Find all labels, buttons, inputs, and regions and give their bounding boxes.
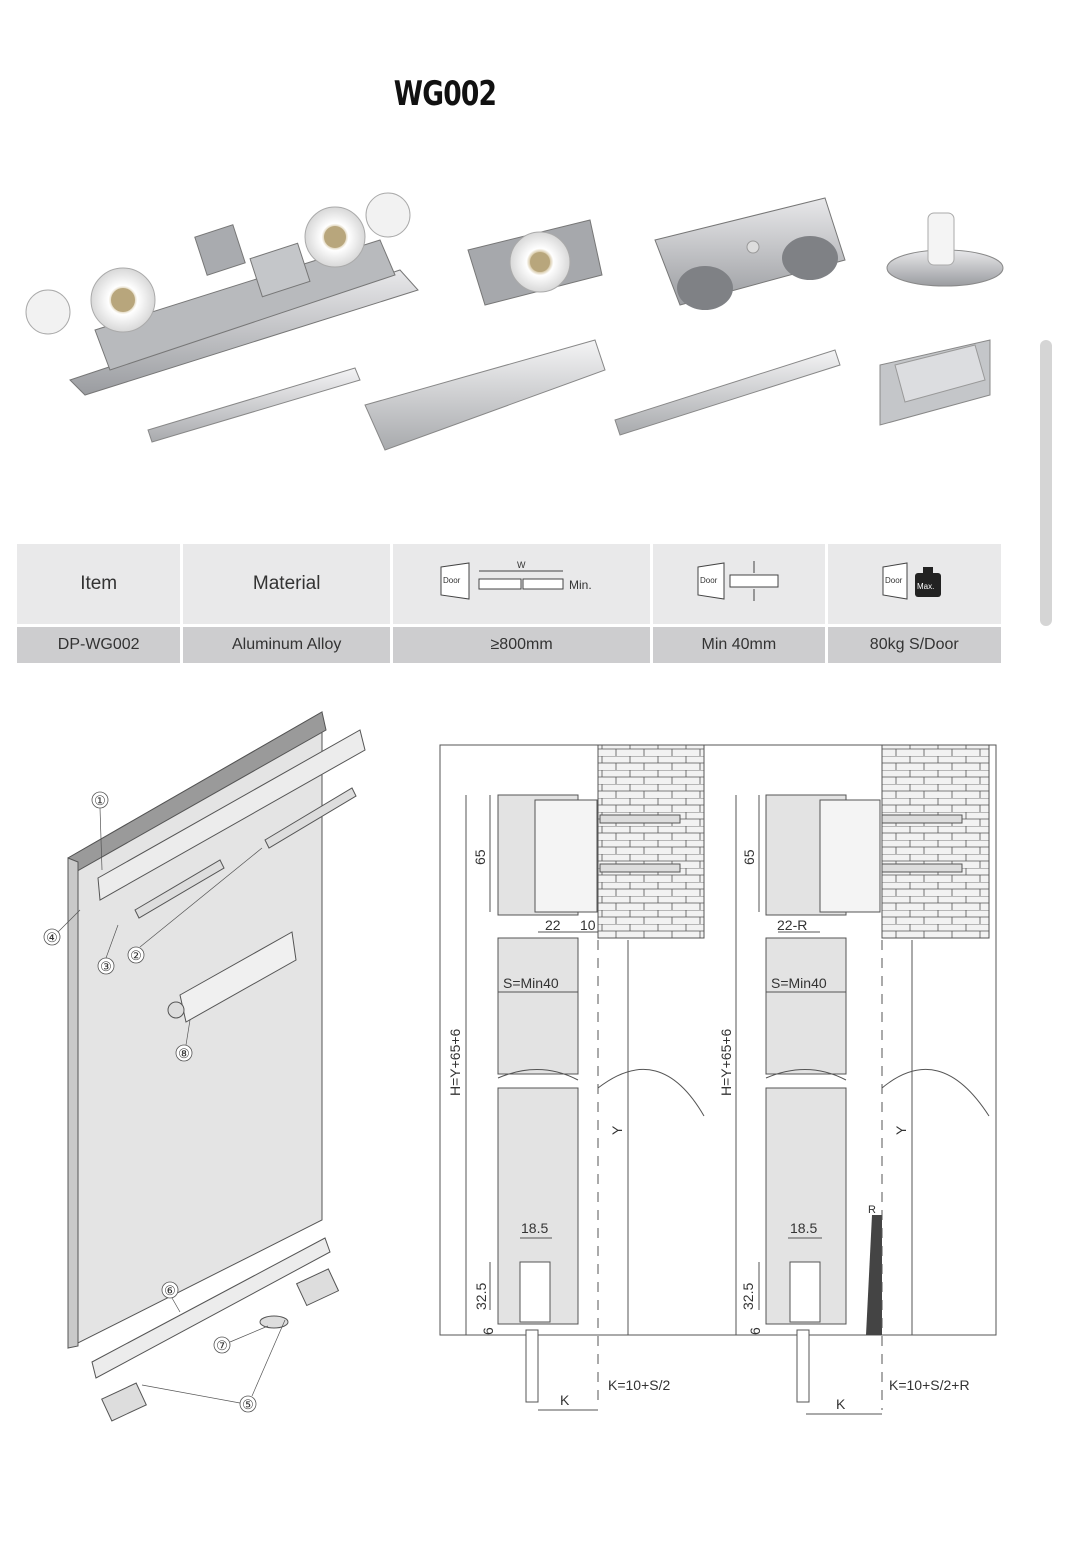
svg-text:①: ① xyxy=(94,793,106,808)
svg-text:K: K xyxy=(560,1392,570,1408)
svg-text:6: 6 xyxy=(480,1327,496,1335)
svg-text:Y: Y xyxy=(609,1125,625,1135)
svg-text:S=Min40: S=Min40 xyxy=(771,975,827,991)
svg-text:22-R: 22-R xyxy=(777,917,807,933)
stopper-photo xyxy=(467,219,603,306)
svg-text:⑤: ⑤ xyxy=(242,1397,254,1412)
svg-text:W: W xyxy=(517,560,526,570)
scrollbar[interactable] xyxy=(1040,340,1052,626)
svg-text:③: ③ xyxy=(100,959,112,974)
spec-table: Item Material Door W Min. Door xyxy=(14,544,1004,663)
door-thickness-icon: Door xyxy=(697,561,779,601)
svg-text:④: ④ xyxy=(46,930,58,945)
svg-text:18.5: 18.5 xyxy=(521,1220,548,1236)
header-width: Door W Min. xyxy=(393,544,651,624)
trolley-photo xyxy=(654,197,846,310)
exploded-view: ① ② ③ ④ ⑤ ⑥ ⑦ ⑧ xyxy=(43,711,366,1422)
svg-text:K=10+S/2+R: K=10+S/2+R xyxy=(889,1377,970,1393)
cell-width: ≥800mm xyxy=(393,624,651,663)
svg-text:Min.: Min. xyxy=(569,578,592,592)
svg-text:10: 10 xyxy=(580,917,596,933)
end-cap-photo xyxy=(879,339,991,426)
svg-text:32.5: 32.5 xyxy=(740,1283,756,1310)
product-photos xyxy=(25,192,1004,451)
floor-guide-photo xyxy=(886,212,1004,287)
door-weight-icon: Door Max. xyxy=(882,562,942,600)
svg-text:Door: Door xyxy=(885,576,903,585)
carriage-photo xyxy=(25,192,419,396)
cell-item: DP-WG002 xyxy=(17,624,181,663)
door-width-icon: Door W Min. xyxy=(440,560,592,600)
svg-text:H=Y+65+6: H=Y+65+6 xyxy=(718,1028,734,1096)
svg-text:②: ② xyxy=(130,948,142,963)
model-title: WG002 xyxy=(393,74,497,114)
svg-text:⑦: ⑦ xyxy=(216,1338,228,1353)
technical-drawings: ① ② ③ ④ ⑤ ⑥ ⑦ ⑧ xyxy=(43,711,997,1422)
svg-text:65: 65 xyxy=(472,849,488,865)
svg-text:Max.: Max. xyxy=(917,582,934,591)
cell-material: Aluminum Alloy xyxy=(183,624,391,663)
svg-text:S=Min40: S=Min40 xyxy=(503,975,559,991)
header-material: Material xyxy=(183,544,391,624)
svg-text:Y: Y xyxy=(893,1125,909,1135)
svg-text:Door: Door xyxy=(700,576,718,585)
svg-text:22: 22 xyxy=(545,917,561,933)
cell-thickness: Min 40mm xyxy=(653,624,825,663)
svg-text:⑥: ⑥ xyxy=(164,1283,176,1298)
cell-weight: 80kg S/Door xyxy=(827,624,1001,663)
svg-text:H=Y+65+6: H=Y+65+6 xyxy=(447,1028,463,1096)
header-weight: Door Max. xyxy=(827,544,1001,624)
svg-text:18.5: 18.5 xyxy=(790,1220,817,1236)
svg-text:K=10+S/2: K=10+S/2 xyxy=(608,1377,670,1393)
svg-text:6: 6 xyxy=(747,1327,763,1335)
svg-text:Door: Door xyxy=(443,576,461,585)
header-thickness: Door xyxy=(653,544,825,624)
svg-text:R: R xyxy=(868,1204,876,1216)
svg-text:65: 65 xyxy=(741,849,757,865)
svg-text:⑧: ⑧ xyxy=(178,1046,190,1061)
section-right xyxy=(735,744,990,1415)
svg-text:K: K xyxy=(836,1396,846,1412)
section-left xyxy=(465,744,705,1411)
header-item: Item xyxy=(17,544,181,624)
svg-text:32.5: 32.5 xyxy=(473,1283,489,1310)
